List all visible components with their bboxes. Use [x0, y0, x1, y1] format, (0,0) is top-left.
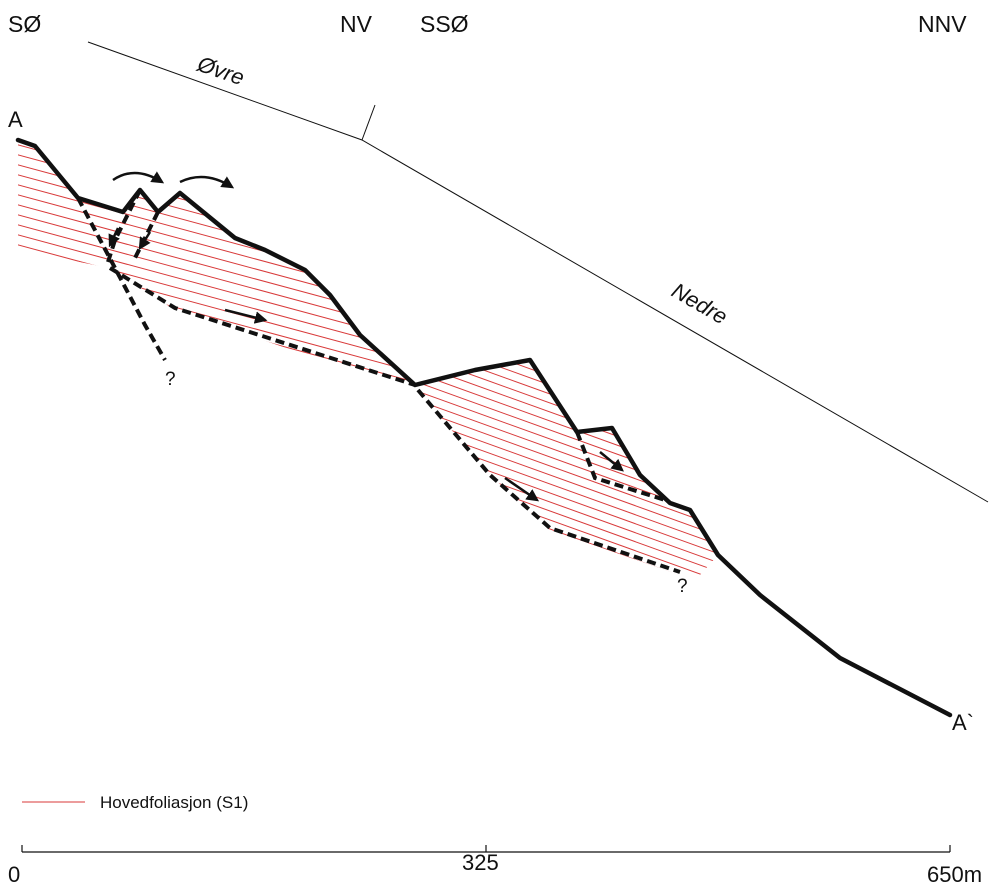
foliation-line: [415, 420, 718, 544]
topographic-profile-line: [15, 137, 953, 718]
fault-dashed-2: [108, 266, 416, 387]
legend-foliation-label: Hovedfoliasjon (S1): [100, 793, 248, 812]
foliation-line: [18, 140, 415, 227]
uncertain-mark-1: ?: [165, 369, 176, 390]
foliation-line: [415, 360, 718, 427]
foliation-line: [400, 637, 740, 759]
direction-label-sw: SØ: [8, 11, 41, 37]
foliation-line: [0, 410, 430, 526]
foliation-line: [18, 359, 415, 385]
foliation-line: [415, 564, 718, 575]
fault-dashed-4: [133, 211, 160, 259]
section-trace-line: [87, 41, 989, 503]
foliation-line: [0, 390, 430, 506]
foliation-line: [0, 400, 430, 516]
foliation-line: [415, 528, 718, 575]
foliation-line: [415, 411, 718, 535]
foliation-line: [18, 219, 415, 337]
foliation-line: [415, 384, 718, 508]
direction-label-ssw: SSØ: [420, 11, 469, 37]
foliation-line: [18, 169, 415, 287]
direction-label-nnw: NNV: [918, 11, 967, 37]
scale-bar: [21, 845, 951, 853]
foliation-line: [415, 360, 718, 418]
arrow-straight-2: [504, 476, 540, 502]
foliation-line: [415, 519, 718, 575]
scale-tick-325: 325: [462, 850, 499, 875]
foliation-line: [400, 583, 740, 705]
foliation-line: [18, 329, 415, 385]
foliation-line: [400, 610, 740, 732]
foliation-line: [18, 159, 415, 277]
foliation-line: [415, 360, 718, 382]
point-label-start: A: [8, 107, 23, 132]
foliation-line: [18, 140, 415, 247]
foliation-line: [415, 360, 718, 463]
foliation-line: [18, 189, 415, 307]
foliation-line: [415, 465, 718, 575]
foliation-line: [415, 501, 718, 575]
foliation-line: [400, 619, 740, 741]
scale-tick-0: 0: [8, 862, 20, 887]
foliation-line: [18, 259, 415, 377]
foliation-line: [18, 269, 415, 385]
foliation-line: [415, 375, 718, 499]
foliation-line: [18, 239, 415, 357]
foliation-line: [18, 349, 415, 385]
foliation-hatching-upper: [0, 140, 430, 536]
fault-dashed-6: [575, 431, 666, 502]
arrow-curved-2: [179, 175, 235, 189]
foliation-line: [0, 420, 430, 536]
arrow-small-1: [108, 227, 120, 248]
foliation-line: [415, 483, 718, 575]
foliation-line: [415, 555, 718, 575]
foliation-line: [415, 360, 718, 472]
foliation-line: [415, 546, 718, 575]
foliation-line: [18, 289, 415, 385]
foliation-line: [415, 438, 718, 562]
foliation-line: [400, 601, 740, 723]
foliation-line: [18, 140, 415, 217]
foliation-line: [18, 149, 415, 267]
point-label-end: A`: [952, 710, 974, 735]
foliation-line: [18, 140, 415, 257]
foliation-line: [18, 140, 415, 207]
segment-label-lower: Nedre: [668, 278, 732, 330]
direction-label-nw: NV: [340, 11, 373, 37]
foliation-line: [415, 510, 718, 575]
section-bend-tick: [361, 104, 376, 141]
foliation-line: [415, 360, 718, 454]
foliation-line: [18, 339, 415, 385]
foliation-line: [18, 379, 415, 385]
fault-dashed-5: [416, 388, 681, 574]
foliation-line: [415, 537, 718, 575]
foliation-line: [415, 393, 718, 517]
foliation-line: [18, 369, 415, 385]
scale-tick-650: 650m: [927, 862, 982, 887]
arrow-straight-1: [224, 308, 268, 324]
foliation-hatching-lower: [400, 360, 740, 759]
uncertain-mark-2: ?: [677, 576, 688, 597]
foliation-line: [18, 299, 415, 385]
foliation-line: [400, 628, 740, 750]
foliation-line: [18, 309, 415, 385]
foliation-line: [415, 456, 718, 575]
foliation-line: [18, 199, 415, 317]
fault-dashed-3: [106, 189, 142, 263]
foliation-line: [415, 573, 718, 575]
arrow-straight-3: [599, 451, 624, 472]
foliation-line: [18, 209, 415, 327]
foliation-line: [400, 592, 740, 714]
foliation-line: [18, 140, 415, 147]
foliation-line: [18, 179, 415, 297]
foliation-line: [18, 229, 415, 347]
foliation-line: [18, 249, 415, 367]
segment-label-upper: Øvre: [193, 51, 247, 90]
arrow-curved-1: [112, 171, 165, 184]
arrow-small-2: [138, 231, 152, 251]
